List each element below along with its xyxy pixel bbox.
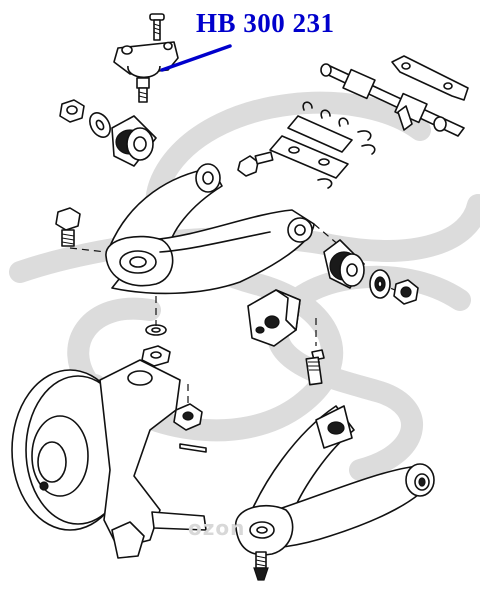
- bolt-left: [55, 207, 81, 247]
- arm-bolt: [237, 151, 274, 177]
- steering-knuckle: [11, 359, 207, 559]
- axis-line-left: [69, 247, 107, 253]
- upper-bushing: [111, 115, 157, 167]
- cotter-pin: [179, 443, 207, 453]
- nut-mid: [141, 345, 171, 367]
- washer-small: [145, 324, 167, 336]
- bolt-bracket: [305, 349, 325, 386]
- castle-nut: [173, 403, 203, 431]
- part-leader-line: [160, 44, 232, 72]
- upper-ball-joint: [113, 13, 179, 103]
- nut-right: [393, 279, 419, 305]
- lower-bushing: [323, 239, 365, 289]
- mount-bracket: [247, 289, 301, 347]
- washer-top: [89, 112, 111, 138]
- shim-plates: [269, 101, 376, 189]
- ozon-brand-icon: ozon: [188, 516, 246, 540]
- washer-right: [369, 269, 391, 299]
- part-number-label: HB 300 231: [196, 8, 335, 38]
- cross-shaft-assembly: [320, 55, 469, 137]
- upper-control-arm: [105, 163, 315, 295]
- lower-control-arm: [235, 405, 435, 581]
- nut-top-left: [59, 99, 85, 123]
